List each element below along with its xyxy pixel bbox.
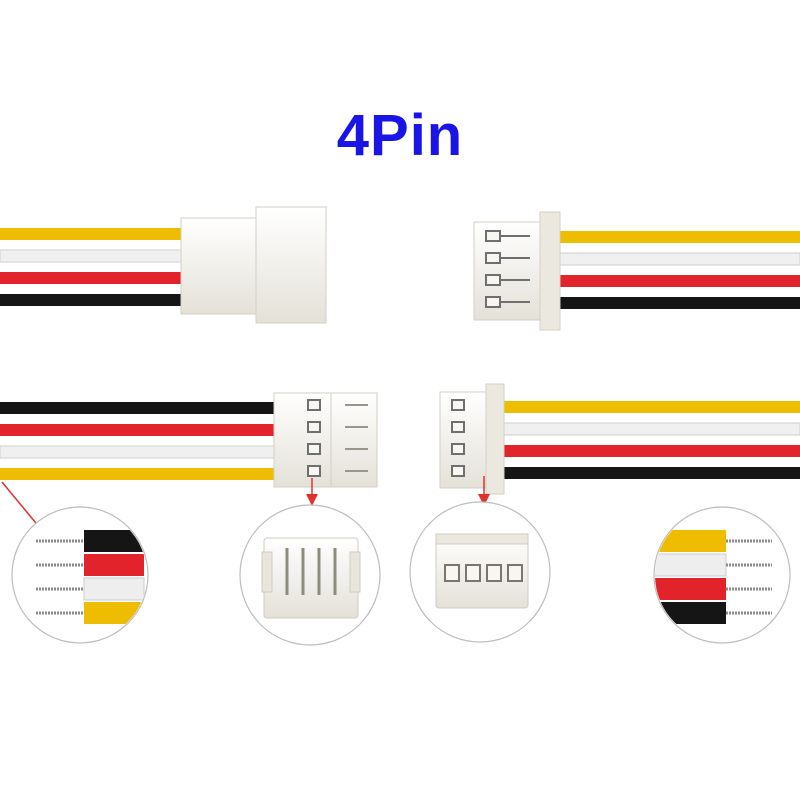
callout-arrows: [1, 476, 490, 533]
wire-white: [547, 252, 800, 266]
wire-white: [494, 422, 800, 436]
wire-yellow: [0, 228, 190, 240]
wire-red: [0, 272, 190, 284]
wire-black: [0, 402, 282, 414]
pin-contacts: [485, 230, 530, 308]
wire-black: [548, 297, 800, 309]
connector-body: [180, 217, 260, 315]
page-title: 4Pin: [336, 103, 464, 168]
wire-red: [548, 275, 800, 287]
wire-yellow: [0, 468, 282, 480]
pin-contacts: [307, 399, 321, 477]
cable-bottom-right: [439, 383, 800, 495]
detail-female-housing: [409, 501, 551, 643]
wire-red: [495, 445, 800, 457]
connector-latch: [255, 206, 327, 324]
cable-top-right: [473, 211, 800, 331]
detail-stripped-wires-right: [653, 506, 791, 644]
wire-black: [495, 467, 800, 479]
pin-slots: [345, 404, 368, 472]
wire-yellow: [495, 401, 800, 413]
connector-body: [273, 392, 335, 488]
wire-red: [0, 424, 282, 436]
detail-male-header: [239, 504, 381, 646]
pin-contacts: [451, 399, 465, 477]
cable-bottom-left: [0, 392, 378, 488]
detail-stripped-wires-left: [11, 506, 149, 644]
wire-white: [0, 445, 283, 459]
wire-white: [0, 249, 191, 263]
arrow-left: [1, 481, 44, 533]
connector-ramp: [485, 383, 505, 495]
wire-black: [0, 294, 190, 306]
wire-yellow: [548, 231, 800, 243]
cable-top-left: [0, 206, 327, 324]
connector-front: [330, 392, 378, 488]
connector-ramp: [539, 211, 561, 331]
